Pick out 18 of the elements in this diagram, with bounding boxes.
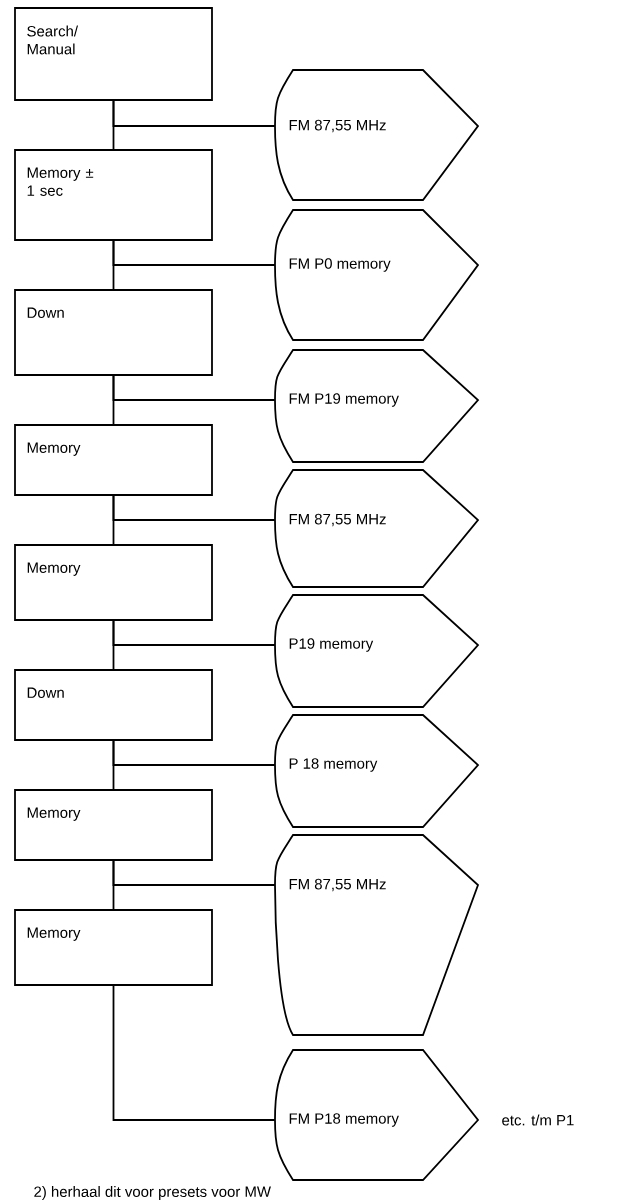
connector-line (112, 620, 276, 646)
step-box: Memory (14, 789, 213, 861)
step-box: Memory (14, 909, 213, 986)
step-box: Down (14, 669, 213, 741)
connector-line (112, 985, 276, 1121)
connector-line (112, 860, 276, 886)
step-box: Search/ Manual (14, 7, 213, 101)
connector-line (112, 100, 276, 127)
step-box: Down (14, 289, 213, 376)
step-box: Memory (14, 544, 213, 621)
display-note: etc. t/m P1 (502, 1114, 574, 1126)
note-text: 2) herhaal dit voor presets voor MW (34, 1186, 271, 1200)
connector-line (112, 495, 276, 521)
connector-line (112, 240, 276, 266)
step-box: Memory (14, 424, 213, 496)
connector-line (112, 375, 276, 401)
connector-line (112, 740, 276, 766)
step-box: Memory ± 1 sec (14, 149, 213, 241)
